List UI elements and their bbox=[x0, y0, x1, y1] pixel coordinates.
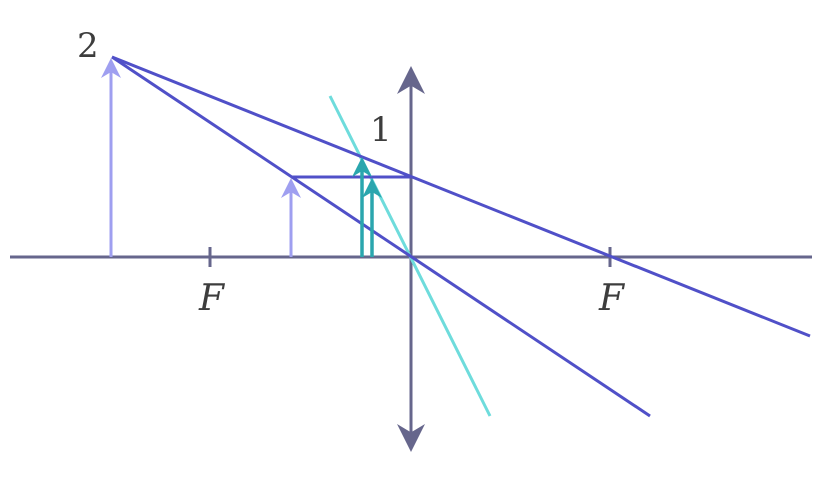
ray-image-top-through-focus bbox=[111, 55, 811, 338]
label-focus-right: F bbox=[598, 278, 626, 319]
label-focus-left: F bbox=[198, 278, 226, 319]
label-ray-1: 1 bbox=[370, 110, 392, 150]
label-image-2: 2 bbox=[77, 26, 99, 66]
ray-image-top-through-center bbox=[111, 55, 651, 418]
